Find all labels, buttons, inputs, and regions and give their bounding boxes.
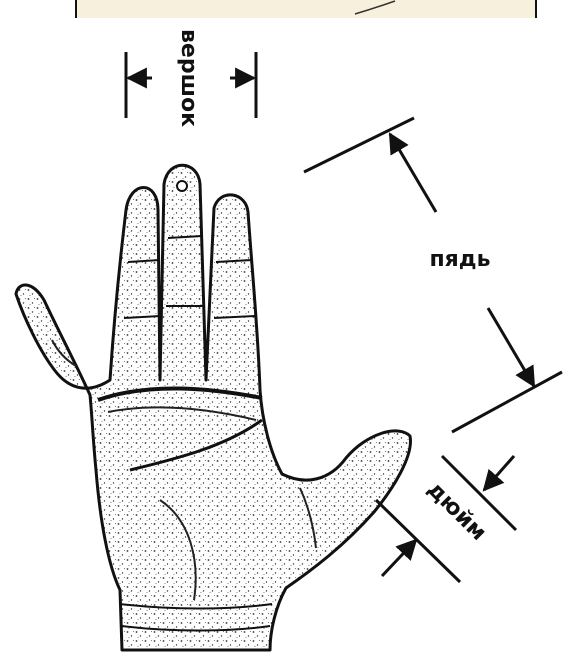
pyad-dimension: пядь xyxy=(304,118,562,432)
duym-upper-arrow xyxy=(484,456,514,490)
vershok-label: вершок xyxy=(176,29,201,127)
pyad-lower-extension xyxy=(452,372,562,432)
pyad-upper-arrow xyxy=(390,134,436,212)
hand-illustration xyxy=(16,165,410,650)
top-strip xyxy=(76,0,536,18)
hand-outline xyxy=(16,165,410,650)
pyad-label: пядь xyxy=(429,247,490,272)
pyad-lower-arrow xyxy=(488,308,534,386)
duym-label: дюйм xyxy=(422,477,491,546)
duym-lower-arrow xyxy=(382,540,416,576)
vershok-dimension: вершок xyxy=(126,29,256,127)
